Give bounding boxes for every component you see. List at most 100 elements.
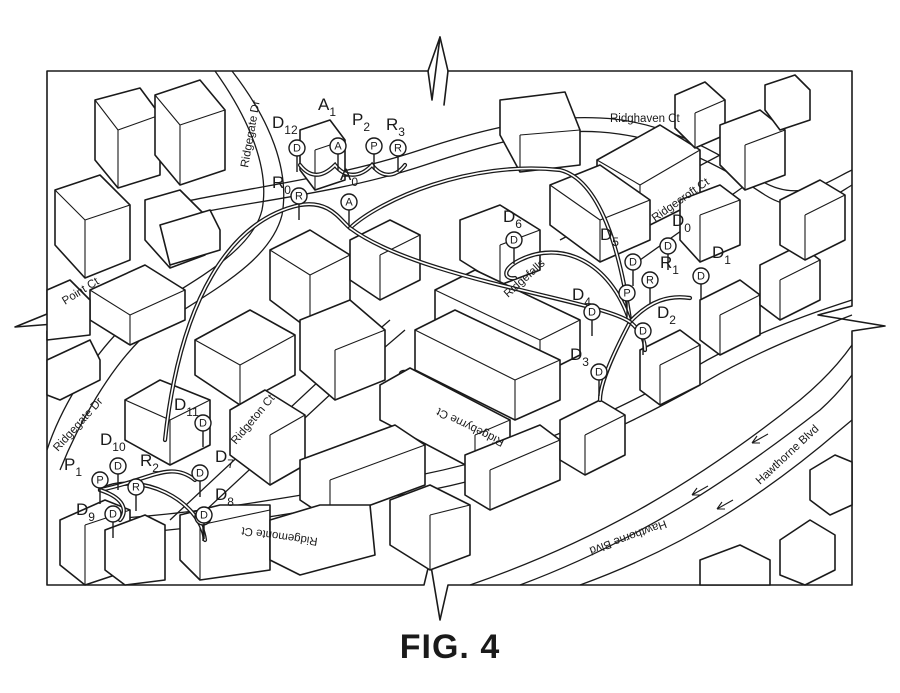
label-base: A: [318, 95, 330, 114]
marker-letter: D: [293, 143, 301, 155]
marker-letter: D: [697, 271, 705, 283]
marker-d4: D: [583, 303, 601, 336]
building: [194, 309, 296, 406]
label-base: R: [140, 451, 152, 470]
marker-circle: [365, 137, 383, 155]
label-base: D: [76, 500, 88, 519]
marker-letter: D: [109, 509, 117, 521]
marker-letter: R: [646, 275, 654, 287]
label-base: D: [215, 485, 227, 504]
marker-circle: [288, 139, 306, 157]
marker-circle: [109, 457, 127, 475]
marker-letter: A: [334, 141, 342, 153]
marker-circle: [505, 231, 523, 249]
marker-letter: R: [295, 191, 303, 203]
marker-letter: R: [394, 143, 402, 155]
marker-letter: D: [629, 257, 637, 269]
reference-label-d7: D7: [215, 447, 234, 471]
label-base: D: [503, 207, 515, 226]
marker-d0: D: [659, 237, 677, 270]
building: [104, 514, 166, 586]
marker-d1: D: [692, 267, 710, 300]
label-subscript: 1: [329, 105, 336, 119]
marker-letter: D: [196, 468, 204, 480]
marker-a0: A: [340, 193, 358, 226]
marker-circle: [195, 506, 213, 524]
building: [299, 299, 386, 401]
marker-d11: D: [194, 414, 212, 447]
building: [464, 424, 561, 511]
street-label-hawthorne-blvd-1: Hawthorne Blvd: [588, 517, 668, 556]
marker-circle: [634, 322, 652, 340]
figure-caption: FIG. 4: [399, 628, 501, 666]
label-base: P: [64, 455, 75, 474]
reference-label-p2: P2: [352, 110, 370, 134]
marker-circle: [659, 237, 677, 255]
building: [809, 454, 853, 516]
building: [719, 109, 786, 191]
reference-label-r1: R1: [660, 253, 679, 277]
building: [89, 264, 186, 346]
marker-circle: [91, 471, 109, 489]
marker-letter: P: [623, 288, 630, 300]
label-base: D: [570, 345, 582, 364]
label-base: D: [572, 285, 584, 304]
label-subscript: 12: [284, 123, 298, 137]
marker-circle: [194, 414, 212, 432]
label-base: D: [657, 303, 669, 322]
label-subscript: 0: [351, 175, 358, 189]
label-subscript: 2: [152, 461, 159, 475]
marker-a1: A: [329, 137, 347, 170]
label-base: D: [712, 243, 724, 262]
building: [389, 484, 471, 571]
marker-r2: R: [127, 478, 145, 511]
reference-label-r0: R0: [272, 173, 291, 197]
marker-r0: R: [290, 187, 308, 220]
building: [699, 279, 761, 356]
building: [499, 91, 581, 173]
building: [674, 81, 726, 149]
label-base: P: [352, 110, 363, 129]
marker-circle: [104, 505, 122, 523]
marker-d6: D: [505, 231, 523, 264]
label-subscript: 10: [112, 440, 126, 454]
label-base: D: [215, 447, 227, 466]
buildings: [46, 74, 853, 586]
marker-circle: [583, 303, 601, 321]
label-subscript: 5: [612, 235, 619, 249]
reference-label-d5: D5: [600, 225, 619, 249]
street-label-ridgegate-dr-left: Ridgegate Dr: [51, 395, 105, 454]
label-subscript: 4: [584, 295, 591, 309]
label-subscript: 8: [227, 495, 234, 509]
label-base: D: [272, 113, 284, 132]
label-subscript: 11: [186, 405, 199, 419]
reference-label-d0: D0: [672, 211, 691, 235]
arrow-left-icon: [716, 499, 734, 510]
marker-circle: [329, 137, 347, 155]
building: [94, 87, 161, 189]
marker-letter: P: [370, 141, 377, 153]
reference-label-d1: D1: [712, 243, 731, 267]
label-base: A: [340, 165, 352, 184]
traffic-arrows: [691, 433, 769, 510]
marker-letter: R: [132, 482, 140, 494]
reference-label-d4: D4: [572, 285, 591, 309]
marker-d12: D: [288, 139, 306, 172]
label-subscript: 1: [724, 253, 731, 267]
label-subscript: 6: [515, 217, 522, 231]
label-base: D: [174, 395, 186, 414]
arrow-left-icon: [751, 433, 769, 444]
marker-d5: D: [624, 253, 642, 286]
building: [154, 79, 226, 186]
label-subscript: 2: [669, 313, 676, 327]
label-subscript: 3: [398, 125, 405, 139]
marker-p1: P: [91, 471, 109, 504]
building: [699, 544, 771, 586]
marker-d3: D: [590, 363, 608, 396]
label-base: D: [600, 225, 612, 244]
label-base: D: [672, 211, 684, 230]
marker-letter: D: [664, 241, 672, 253]
reference-label-d6: D6: [503, 207, 522, 231]
marker-r1: R: [641, 271, 659, 304]
